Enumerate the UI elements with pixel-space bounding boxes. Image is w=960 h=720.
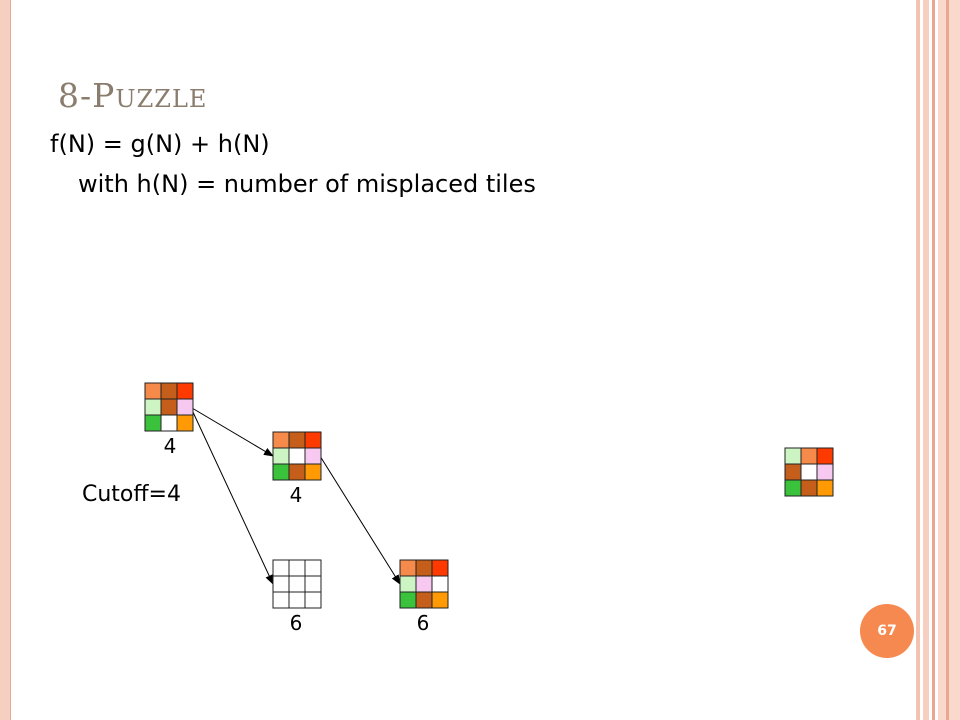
tile-pink xyxy=(304,447,322,465)
tile-green xyxy=(144,414,162,432)
tile-brown xyxy=(415,559,433,577)
tile-empty xyxy=(272,591,290,609)
tile-empty xyxy=(304,591,322,609)
tile-orange xyxy=(816,479,834,497)
heuristic-formula: f(N) = g(N) + h(N) xyxy=(50,130,270,158)
slide-title: 8-PUZZLE xyxy=(58,76,207,115)
tile-brown xyxy=(800,479,818,497)
tile-empty xyxy=(304,559,322,577)
tile-pink xyxy=(415,575,433,593)
tile-orange xyxy=(176,414,194,432)
tile-light_green xyxy=(784,447,802,465)
tile-light_green xyxy=(144,398,162,416)
tile-light_green xyxy=(272,447,290,465)
tile-brown xyxy=(160,398,178,416)
tile-red xyxy=(176,382,194,400)
edge-child-a-to-grandchild xyxy=(319,455,401,585)
f-value-grandchild: 6 xyxy=(416,611,430,635)
f-value-child-a: 4 xyxy=(289,483,303,507)
title-initial: 8-P xyxy=(58,76,116,115)
tile-light_orange xyxy=(144,382,162,400)
tile-empty xyxy=(272,575,290,593)
tile-red xyxy=(431,559,449,577)
tile-green xyxy=(272,463,290,481)
tile-brown xyxy=(415,591,433,609)
tile-empty xyxy=(288,575,306,593)
left-border xyxy=(0,0,11,720)
tile-green xyxy=(784,479,802,497)
puzzle-state-child-b xyxy=(272,559,322,609)
tile-empty xyxy=(288,559,306,577)
tile-empty xyxy=(288,447,306,465)
title-rest: UZZLE xyxy=(115,85,208,113)
tile-pink xyxy=(816,463,834,481)
puzzle-state-root xyxy=(144,382,194,432)
tile-orange xyxy=(304,463,322,481)
tile-green xyxy=(399,591,417,609)
tile-empty xyxy=(288,591,306,609)
tile-orange xyxy=(431,591,449,609)
tile-empty xyxy=(800,463,818,481)
tile-red xyxy=(304,431,322,449)
tile-pink xyxy=(176,398,194,416)
tile-light_orange xyxy=(399,559,417,577)
puzzle-state-goal xyxy=(784,447,834,497)
f-value-child-b: 6 xyxy=(289,611,303,635)
edge-root-to-child-b xyxy=(191,409,274,585)
heuristic-definition: with h(N) = number of misplaced tiles xyxy=(78,170,536,198)
tile-light_orange xyxy=(272,431,290,449)
right-decorative-stripes xyxy=(916,0,960,720)
tile-brown xyxy=(288,463,306,481)
tile-empty xyxy=(160,414,178,432)
edge-root-to-child-a xyxy=(191,407,274,457)
cutoff-label: Cutoff=4 xyxy=(82,482,181,507)
tile-brown xyxy=(288,431,306,449)
tile-empty xyxy=(272,559,290,577)
tile-empty xyxy=(431,575,449,593)
tile-empty xyxy=(304,575,322,593)
tile-brown xyxy=(160,382,178,400)
puzzle-state-grandchild xyxy=(399,559,449,609)
tile-red xyxy=(816,447,834,465)
puzzle-state-child-a xyxy=(272,431,322,481)
tile-light_orange xyxy=(800,447,818,465)
tile-light_green xyxy=(399,575,417,593)
tile-brown xyxy=(784,463,802,481)
f-value-root: 4 xyxy=(163,434,177,458)
page-number-badge: 67 xyxy=(860,604,914,658)
